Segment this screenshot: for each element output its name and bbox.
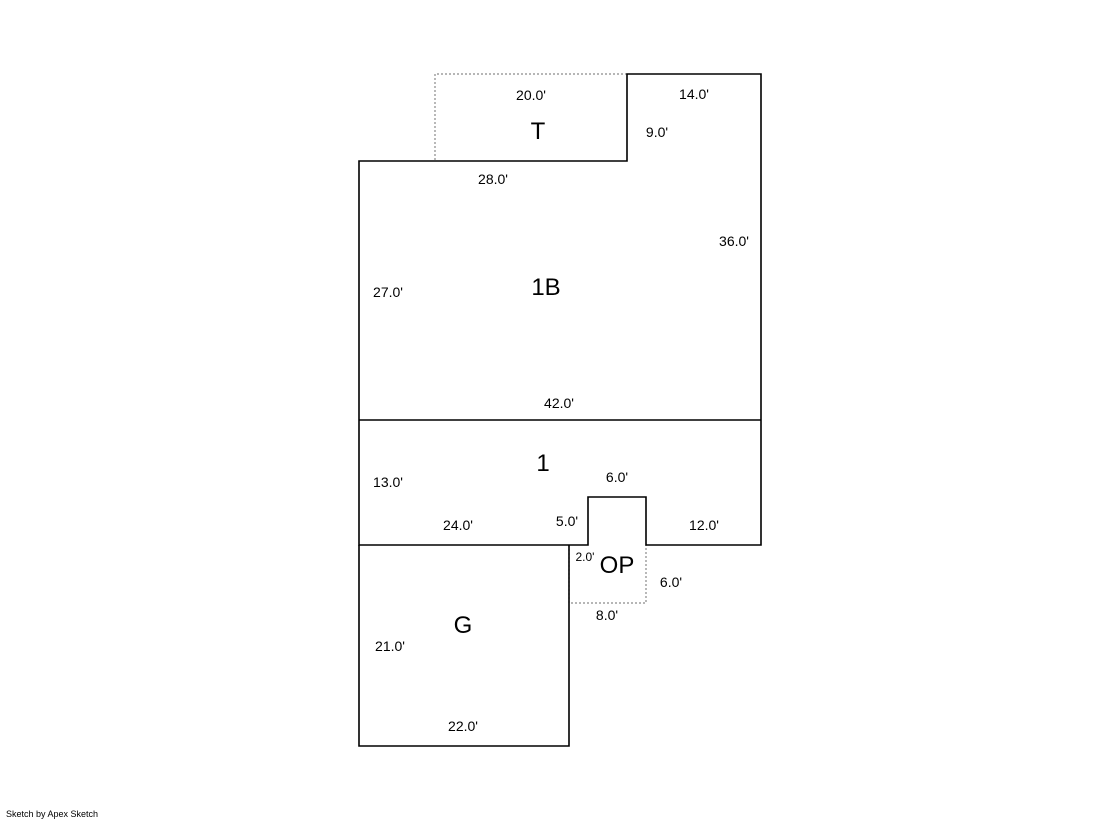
area-g-label: G — [454, 612, 473, 639]
area-t-boundary — [434, 73, 627, 160]
dim-op-left: 5.0' — [556, 513, 578, 529]
dim-op-right: 6.0' — [660, 574, 682, 590]
dim-op-bottom: 8.0' — [596, 607, 618, 623]
area-1-label: 1 — [536, 450, 549, 477]
dim-1b-bottom: 42.0' — [544, 395, 574, 411]
area-1b-boundary — [358, 73, 762, 546]
dim-1-bottom-left: 24.0' — [443, 517, 473, 533]
area-1b-label: 1B — [531, 274, 560, 301]
dim-1-left: 13.0' — [373, 474, 403, 490]
dim-right-36: 36.0' — [719, 233, 749, 249]
dim-t-top: 20.0' — [516, 87, 546, 103]
dim-g-left: 21.0' — [375, 638, 405, 654]
sketch-credit: Sketch by Apex Sketch — [6, 809, 99, 819]
area-op-label: OP — [600, 552, 635, 579]
dim-1b-left: 27.0' — [373, 284, 403, 300]
area-g-boundary — [358, 545, 570, 747]
dim-op-inner: 2.0' — [576, 550, 595, 564]
area-t-label: T — [531, 118, 546, 145]
dim-g-bottom: 22.0' — [448, 718, 478, 734]
dim-1b-top: 28.0' — [478, 171, 508, 187]
dim-top-right: 14.0' — [679, 86, 709, 102]
dim-op-top: 6.0' — [606, 469, 628, 485]
dim-1-bottom-right: 12.0' — [689, 517, 719, 533]
dim-step-9: 9.0' — [646, 124, 668, 140]
